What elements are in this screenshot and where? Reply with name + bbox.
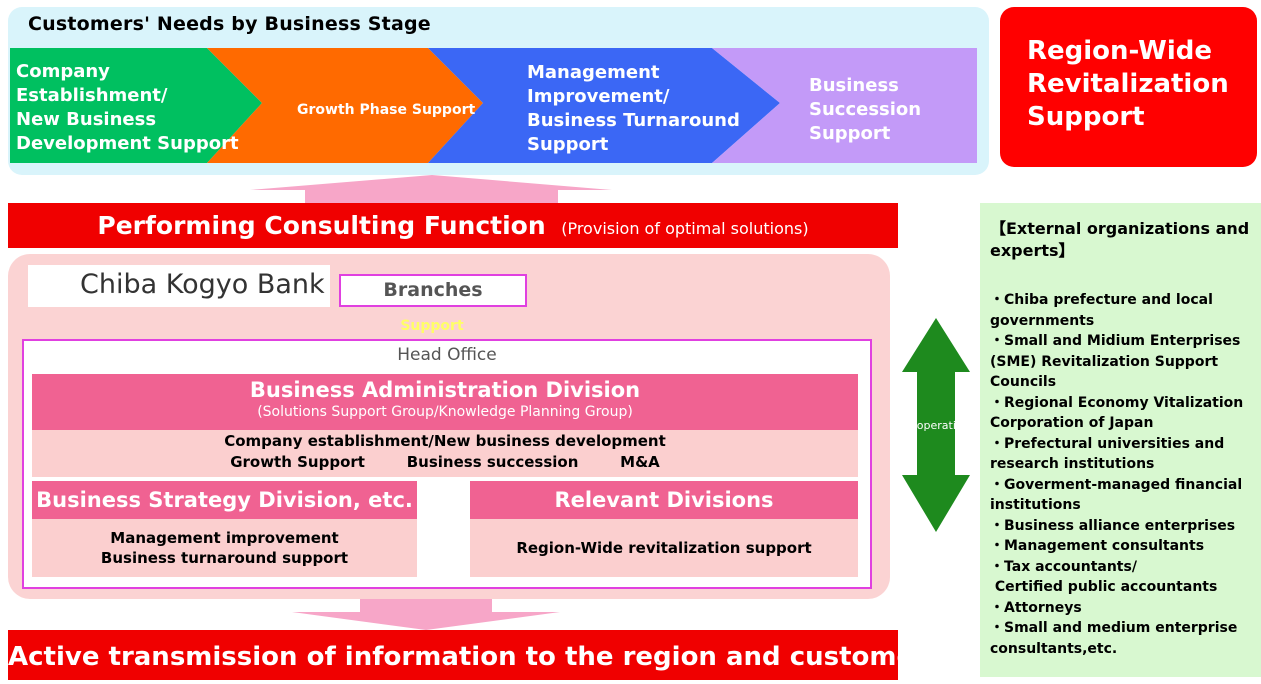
branches-box: Branches [339,274,527,307]
external-org-item: ・Small and Midium Enterprises [990,333,1241,349]
business-stage-title: Customers' Needs by Business Stage [28,13,431,35]
external-org-item: ・Business alliance enterprises [990,517,1236,534]
consulting-bar: Performing Consulting Function (Provisio… [8,203,898,248]
external-org-item: consultants,etc. [990,640,1118,657]
business-admin-line: Growth Support Business succession M&A [230,453,660,471]
region-wide-line: Support [1027,102,1145,132]
stage-arrow-2 [207,48,483,163]
external-org-item: research institutions [990,456,1155,472]
external-org-item: institutions [990,497,1081,513]
external-org-item: ・Goverment-managed financial [990,476,1243,493]
external-org-item: (SME) Revitalization Support [990,353,1219,370]
external-org-item: ・Prefectural universities and [990,435,1225,452]
external-orgs-panel [980,203,1261,677]
cooperation-arrow [902,318,970,532]
stage-2-label: Growth Phase Support [297,102,476,118]
business-strategy-body: Management improvement Business turnarou… [32,519,417,577]
region-wide-line: Revitalization [1027,69,1229,99]
region-wide-box: Region-Wide Revitalization Support [1000,7,1257,167]
information-transmission-bar: Active transmission of information to th… [8,630,942,680]
external-orgs-title: 【External organizations and experts】 [990,219,1250,260]
external-org-item: Corporation of Japan [990,415,1154,431]
region-wide-line: Region-Wide [1027,36,1213,66]
external-org-item: Certified public accountants [990,579,1218,595]
external-org-item: Councils [990,374,1057,390]
cooperation-label: Cooperation [902,419,970,432]
external-org-item: ・Regional Economy Vitalization [990,394,1244,411]
consulting-title: Performing Consulting Function [97,211,546,240]
stage-3-label: Management Improvement/ Business Turnaro… [527,62,740,155]
stage-4-label: Business Succession Support [809,75,922,144]
relevant-divisions-header: Relevant Divisions [470,481,858,519]
external-org-item: ・Small and medium enterprise [990,620,1238,636]
stage-arrow-4 [712,48,977,163]
business-admin-header [32,374,858,430]
head-office-label: Head Office [397,345,497,365]
stage-arrow-3 [428,48,780,163]
stage-arrow-1 [10,48,262,163]
business-admin-subtitle: (Solutions Support Group/Knowledge Plann… [257,404,633,420]
down-arrow-bottom [292,599,560,630]
external-org-item: ・Attorneys [990,599,1082,616]
business-strategy-line: Management improvement [110,529,339,547]
business-admin-title: Business Administration Division [249,378,641,402]
external-orgs-list: ・Chiba prefecture and local governments ・S… [990,290,1260,659]
business-admin-body [32,430,858,477]
external-org-item: ・Chiba prefecture and local [990,292,1213,308]
relevant-divisions-body: Region-Wide revitalization support [470,519,858,577]
stage-1-label: Company Establishment/ New Business Deve… [16,61,239,154]
support-label: Support [400,318,464,334]
bank-logo-box [28,265,330,307]
external-org-item: ・Tax accountants/ [990,558,1137,575]
business-strategy-header: Business Strategy Division, etc. [32,481,417,519]
bank-logo-text: Chiba Kogyo Bank [80,269,325,300]
business-admin-line: Company establishment/New business devel… [224,432,666,450]
up-arrow-top [250,175,612,203]
external-org-item: ・Management consultants [990,538,1205,554]
consulting-subtitle: (Provision of optimal solutions) [561,219,809,238]
external-org-item: governments [990,312,1095,329]
business-strategy-line: Business turnaround support [100,549,349,567]
